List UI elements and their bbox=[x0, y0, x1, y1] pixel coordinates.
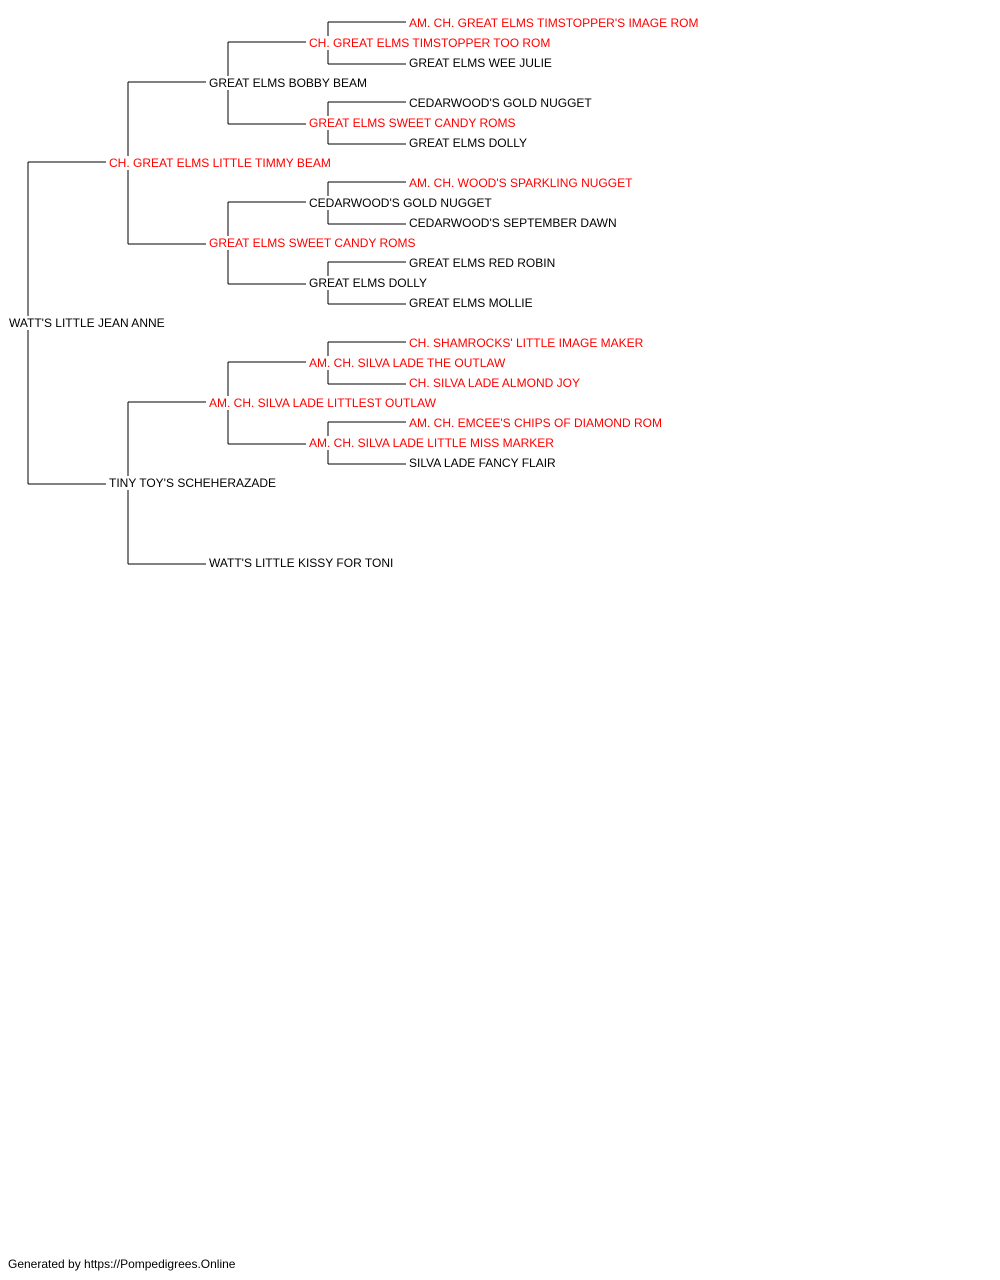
footer-credit: Generated by https://Pompedigrees.Online bbox=[8, 1257, 236, 1271]
pedigree-node-great-elms-sweet-candy-roms: GREAT ELMS SWEET CANDY ROMS bbox=[208, 236, 417, 250]
pedigree-node-am-ch-silva-lade-littlest-outlaw: AM. CH. SILVA LADE LITTLEST OUTLAW bbox=[208, 396, 437, 410]
pedigree-node-cedarwood-s-gold-nugget: CEDARWOOD'S GOLD NUGGET bbox=[408, 96, 593, 110]
pedigree-node-cedarwood-s-gold-nugget: CEDARWOOD'S GOLD NUGGET bbox=[308, 196, 493, 210]
pedigree-node-am-ch-great-elms-timstopper-s-image-rom: AM. CH. GREAT ELMS TIMSTOPPER'S IMAGE RO… bbox=[408, 16, 700, 30]
pedigree-node-great-elms-sweet-candy-roms: GREAT ELMS SWEET CANDY ROMS bbox=[308, 116, 517, 130]
pedigree-node-ch-shamrocks-little-image-maker: CH. SHAMROCKS' LITTLE IMAGE MAKER bbox=[408, 336, 645, 350]
pedigree-node-silva-lade-fancy-flair: SILVA LADE FANCY FLAIR bbox=[408, 456, 557, 470]
pedigree-node-watt-s-little-kissy-for-toni: WATT'S LITTLE KISSY FOR TONI bbox=[208, 556, 395, 570]
pedigree-node-am-ch-silva-lade-the-outlaw: AM. CH. SILVA LADE THE OUTLAW bbox=[308, 356, 507, 370]
pedigree-node-great-elms-wee-julie: GREAT ELMS WEE JULIE bbox=[408, 56, 553, 70]
pedigree-node-great-elms-dolly: GREAT ELMS DOLLY bbox=[308, 276, 429, 290]
pedigree-node-am-ch-emcee-s-chips-of-diamond-rom: AM. CH. EMCEE'S CHIPS OF DIAMOND ROM bbox=[408, 416, 663, 430]
pedigree-node-am-ch-wood-s-sparkling-nugget: AM. CH. WOOD'S SPARKLING NUGGET bbox=[408, 176, 634, 190]
pedigree-node-great-elms-red-robin: GREAT ELMS RED ROBIN bbox=[408, 256, 557, 270]
pedigree-node-great-elms-dolly: GREAT ELMS DOLLY bbox=[408, 136, 529, 150]
pedigree-node-ch-great-elms-little-timmy-beam: CH. GREAT ELMS LITTLE TIMMY BEAM bbox=[108, 156, 332, 170]
pedigree-node-watt-s-little-jean-anne: WATT'S LITTLE JEAN ANNE bbox=[8, 316, 166, 330]
pedigree-node-am-ch-silva-lade-little-miss-marker: AM. CH. SILVA LADE LITTLE MISS MARKER bbox=[308, 436, 555, 450]
pedigree-node-tiny-toy-s-scheherazade: TINY TOY'S SCHEHERAZADE bbox=[108, 476, 277, 490]
pedigree-node-great-elms-bobby-beam: GREAT ELMS BOBBY BEAM bbox=[208, 76, 369, 90]
pedigree-node-ch-silva-lade-almond-joy: CH. SILVA LADE ALMOND JOY bbox=[408, 376, 581, 390]
pedigree-node-ch-great-elms-timstopper-too-rom: CH. GREAT ELMS TIMSTOPPER TOO ROM bbox=[308, 36, 552, 50]
pedigree-node-cedarwood-s-september-dawn: CEDARWOOD'S SEPTEMBER DAWN bbox=[408, 216, 618, 230]
pedigree-node-great-elms-mollie: GREAT ELMS MOLLIE bbox=[408, 296, 534, 310]
